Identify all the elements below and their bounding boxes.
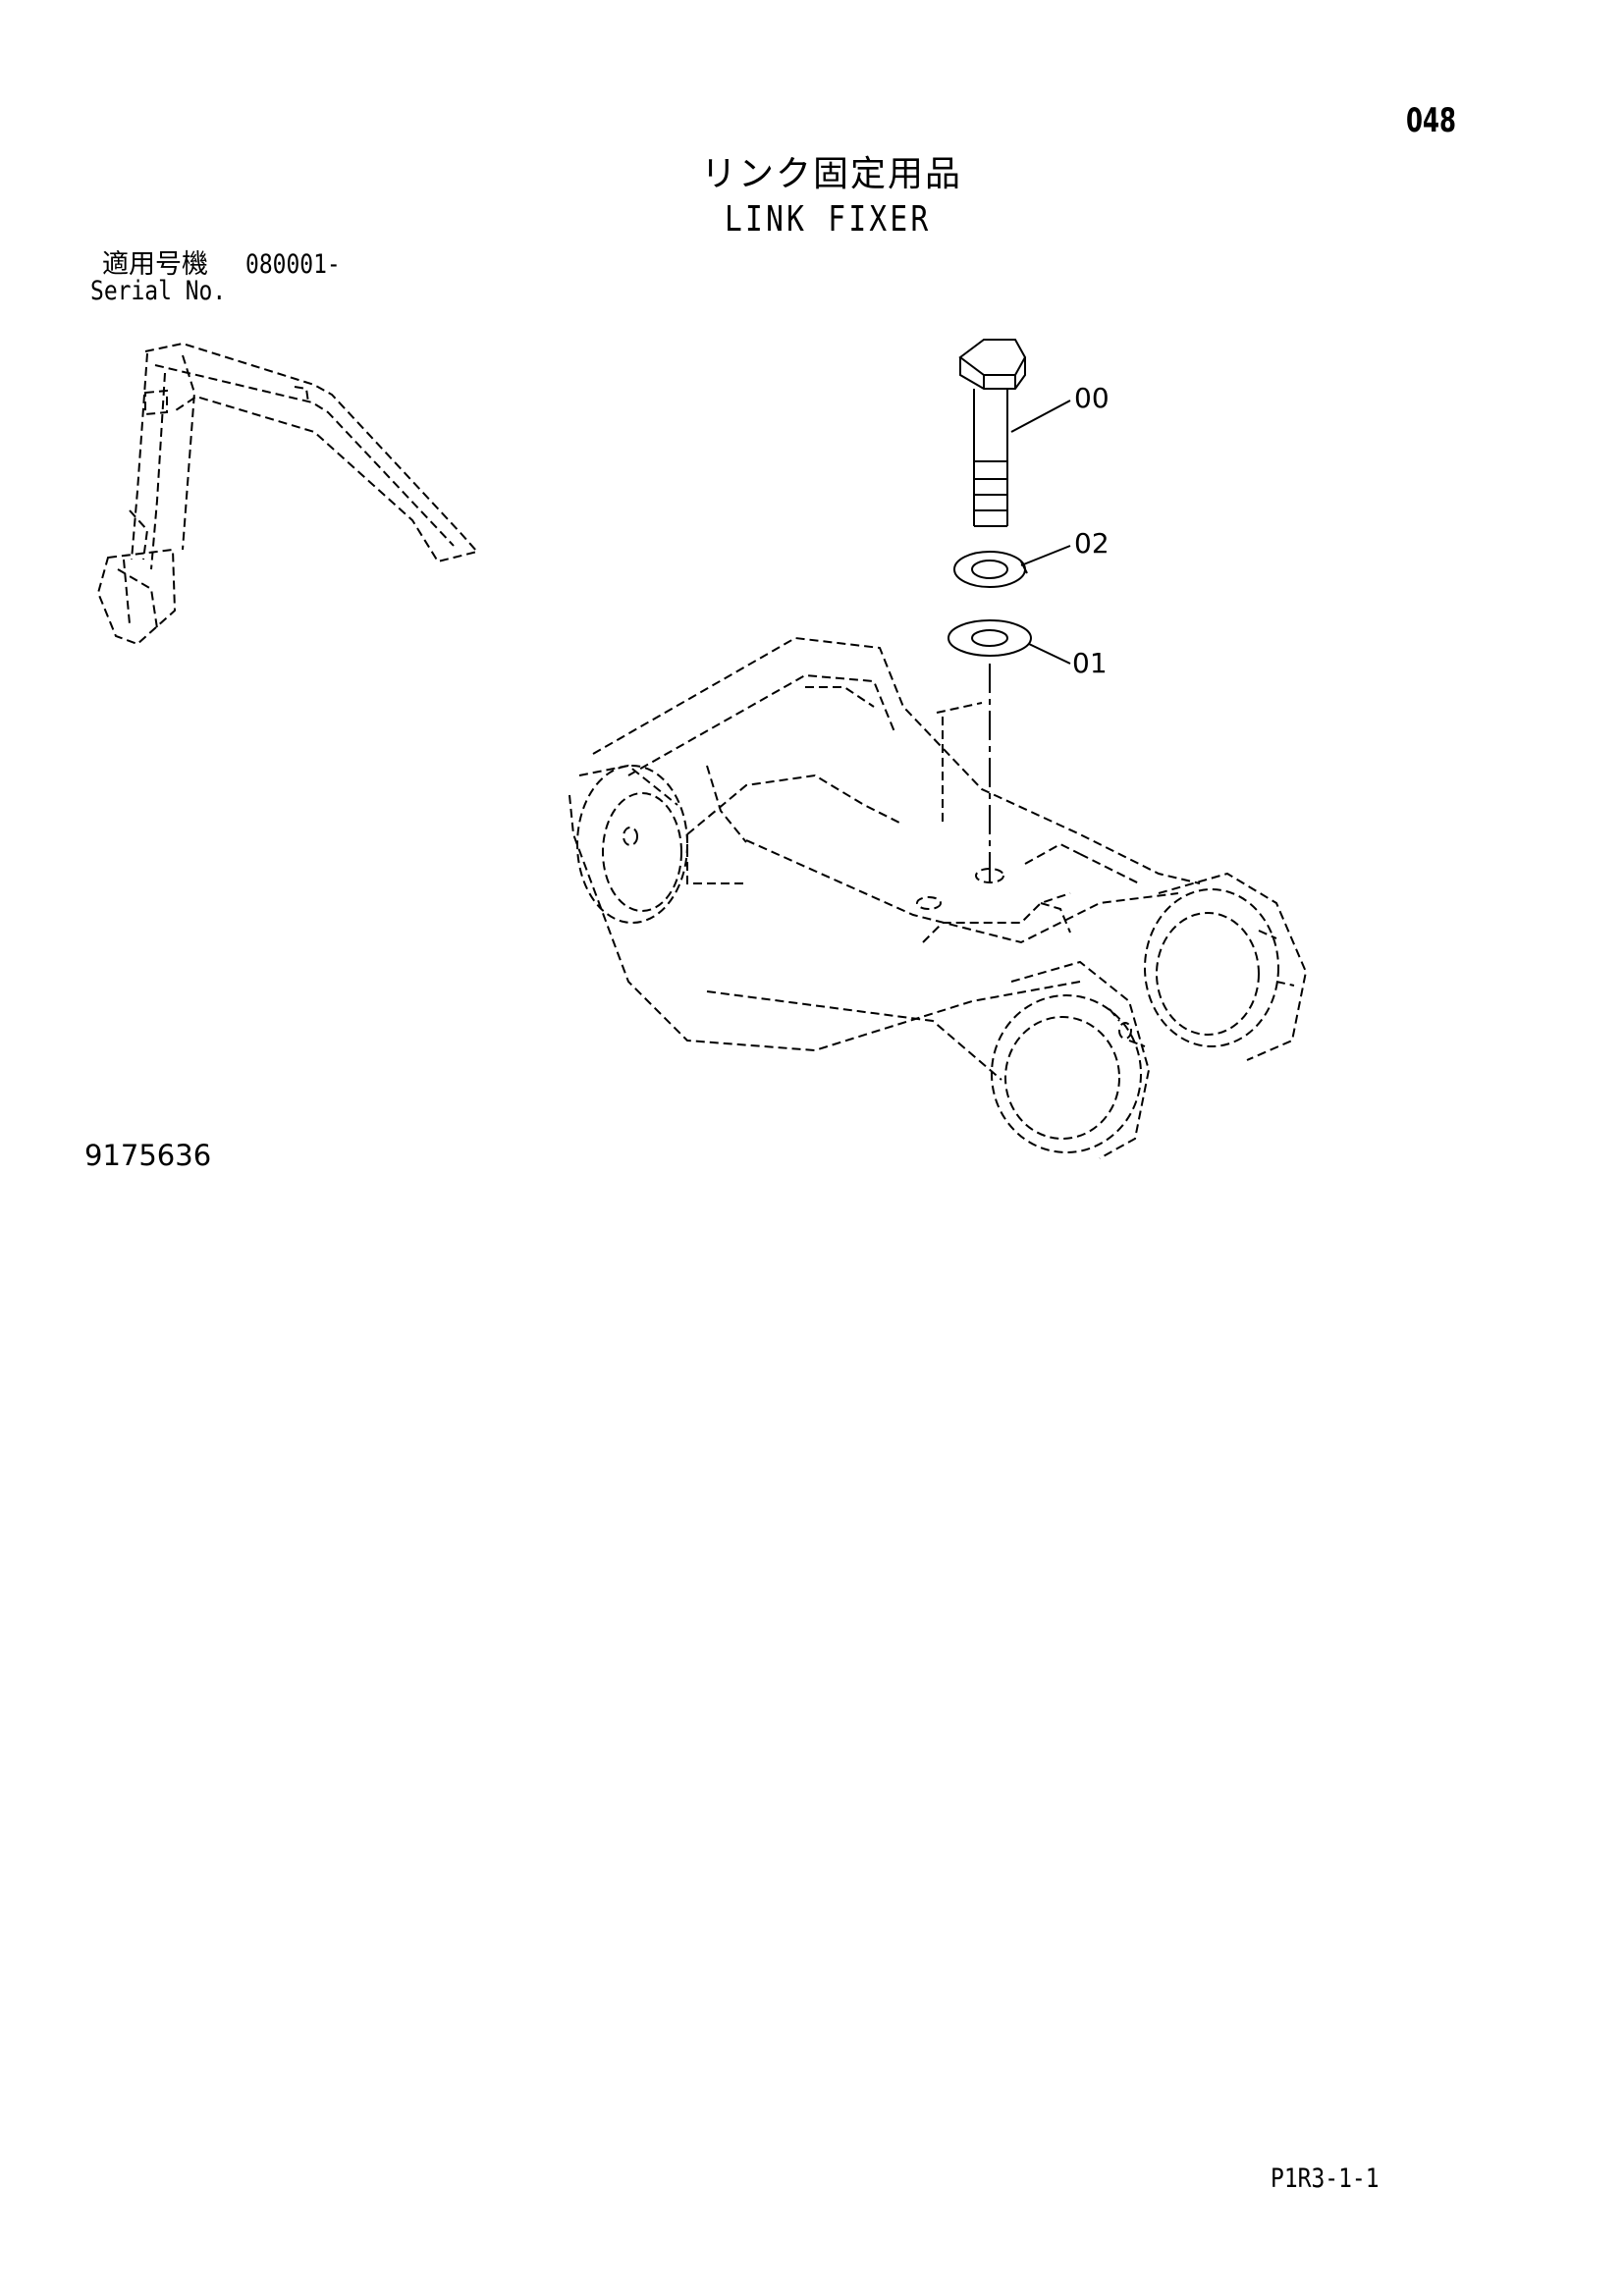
serial-label-jp: 適用号機 <box>102 249 208 280</box>
drawing-number: 9175636 <box>84 1139 212 1172</box>
sheet-code: P1R3-1-1 <box>1271 2163 1380 2194</box>
right-front-boss <box>991 960 1151 1159</box>
callout-bolt: 00 <box>1074 382 1110 414</box>
bolt-part <box>958 339 1027 527</box>
serial-value: 080001- <box>245 249 341 280</box>
page-number: 048 <box>1406 101 1457 140</box>
washer-part <box>947 619 1032 657</box>
right-rear-boss <box>1144 872 1308 1061</box>
callout-washer: 01 <box>1072 647 1108 679</box>
page-title-en: LINK FIXER <box>725 199 932 240</box>
serial-label-en: Serial No. <box>90 276 227 306</box>
page-title-jp: リンク固定用品 <box>701 154 963 194</box>
left-boss <box>576 764 688 924</box>
excavator-thumbnail <box>96 342 479 646</box>
leader-lines <box>1010 400 1071 665</box>
spring-washer-part <box>953 551 1028 588</box>
callout-spring-washer: 02 <box>1074 527 1110 560</box>
link-body <box>568 636 1201 1081</box>
